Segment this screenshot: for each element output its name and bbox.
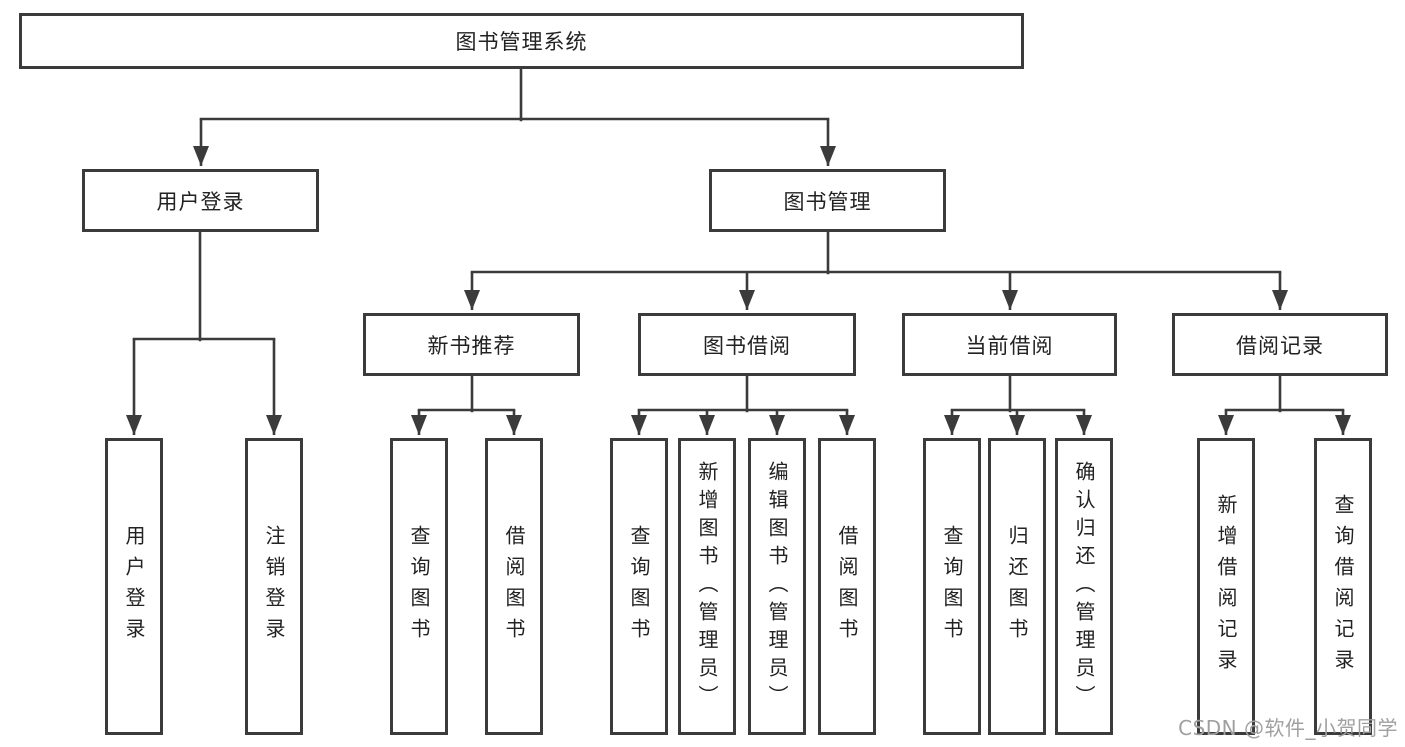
- node-label: 借阅图书: [502, 524, 526, 649]
- node-user-login: 用户登录: [82, 169, 319, 232]
- node-leaf-borrow-book-2: 借阅图书: [818, 438, 876, 735]
- node-label: 新增图书（管理员）: [695, 460, 719, 713]
- node-label: 注销登录: [262, 524, 286, 649]
- node-leaf-user-login: 用户登录: [105, 438, 163, 735]
- node-label: 图书管理系统: [455, 30, 588, 54]
- node-label: 编辑图书（管理员）: [765, 460, 789, 713]
- node-leaf-logout: 注销登录: [245, 438, 303, 735]
- node-leaf-return-book: 归还图书: [988, 438, 1046, 735]
- node-label: 借阅图书: [835, 524, 859, 649]
- node-leaf-query-borrow-record: 查询借阅记录: [1314, 438, 1372, 735]
- node-leaf-query-book-1: 查询图书: [390, 438, 448, 735]
- node-book-borrowing: 图书借阅: [638, 313, 856, 376]
- node-borrow-records: 借阅记录: [1172, 313, 1388, 376]
- node-label: 新增借阅记录: [1214, 493, 1238, 680]
- node-label: 用户登录: [156, 189, 245, 214]
- node-label: 图书借阅: [703, 333, 791, 358]
- node-label: 用户登录: [122, 524, 146, 649]
- node-label: 图书管理: [783, 189, 872, 214]
- node-label: 确认归还（管理员）: [1072, 460, 1096, 713]
- node-label: 归还图书: [1005, 524, 1029, 649]
- node-label: 查询图书: [407, 524, 431, 649]
- node-leaf-query-book-2: 查询图书: [610, 438, 668, 735]
- node-leaf-query-book-3: 查询图书: [923, 438, 981, 735]
- connector-trunk-lines: [132, 65, 1345, 413]
- node-label: 当前借阅: [965, 333, 1054, 358]
- node-leaf-add-book-admin: 新增图书（管理员）: [678, 438, 736, 735]
- node-leaf-add-borrow-record: 新增借阅记录: [1197, 438, 1255, 735]
- node-leaf-edit-book-admin: 编辑图书（管理员）: [748, 438, 806, 735]
- connector-arrows: [126, 119, 1351, 435]
- node-label: 借阅记录: [1236, 333, 1324, 358]
- node-leaf-borrow-book-1: 借阅图书: [485, 438, 543, 735]
- node-label: 查询图书: [627, 524, 651, 649]
- node-book-management: 图书管理: [709, 169, 946, 232]
- node-current-borrowing: 当前借阅: [902, 313, 1117, 376]
- node-root-system: 图书管理系统: [19, 13, 1024, 69]
- csdn-watermark: CSDN @软件_小贺同学: [1178, 716, 1398, 740]
- node-label: 查询图书: [940, 524, 964, 649]
- node-new-book-recommend: 新书推荐: [363, 313, 580, 376]
- node-leaf-confirm-return-admin: 确认归还（管理员）: [1055, 438, 1113, 735]
- node-label: 查询借阅记录: [1331, 493, 1355, 680]
- node-label: 新书推荐: [427, 333, 516, 358]
